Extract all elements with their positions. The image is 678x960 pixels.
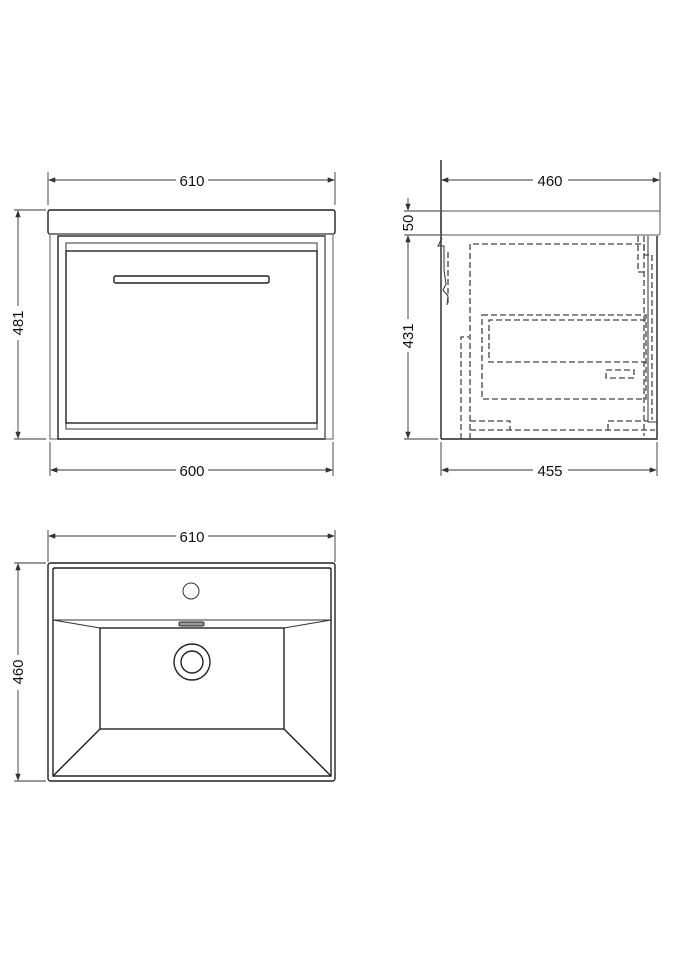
hidden-drawer-box <box>481 314 647 400</box>
plan-width-dimension: 610 <box>47 529 336 562</box>
front-top-width-label: 610 <box>179 173 204 190</box>
overflow-slot <box>178 621 205 627</box>
side-cabinet-height-dimension: 431 <box>400 236 438 440</box>
front-bottom-width-label: 600 <box>179 463 204 480</box>
side-slab-thickness-dimension: 50 <box>400 198 440 248</box>
plan-width-label: 610 <box>179 529 204 546</box>
waste-outer <box>173 643 211 681</box>
side-bottom-depth-dimension: 455 <box>440 442 658 480</box>
front-view: 610 481 600 <box>10 172 336 480</box>
side-view: 460 <box>400 160 661 480</box>
front-bottom-width-dimension: 600 <box>49 442 334 480</box>
basin-rim <box>52 567 332 777</box>
basin-bowl <box>99 627 285 730</box>
hidden-drawer-runner <box>605 369 635 379</box>
front-height-dimension: 481 <box>10 209 46 440</box>
side-top-depth-dimension: 460 <box>440 172 661 212</box>
drawer-handle <box>113 275 270 284</box>
side-hidden-lines <box>460 236 655 439</box>
front-top-width-dimension: 610 <box>47 172 336 205</box>
side-top-depth-label: 460 <box>537 173 562 190</box>
side-bottom-depth-label: 455 <box>537 463 562 480</box>
plan-depth-dimension: 460 <box>10 562 46 782</box>
waste-inner <box>180 650 204 674</box>
front-cabinet-frame <box>57 235 326 440</box>
side-basin-slab <box>440 210 661 236</box>
front-basin-slab <box>47 209 336 235</box>
wall-bracket <box>437 237 449 306</box>
front-drawer-inner <box>65 242 318 430</box>
drawer-front <box>65 250 318 424</box>
plan-depth-label: 460 <box>10 659 27 684</box>
front-cabinet-body <box>49 233 334 440</box>
side-cabinet-height-label: 431 <box>400 323 417 348</box>
plan-view: 610 460 <box>10 529 336 782</box>
front-height-label: 481 <box>10 310 27 335</box>
side-slab-thickness-label: 50 <box>400 215 417 232</box>
basin-outline <box>47 562 336 782</box>
tap-hole <box>182 582 200 600</box>
